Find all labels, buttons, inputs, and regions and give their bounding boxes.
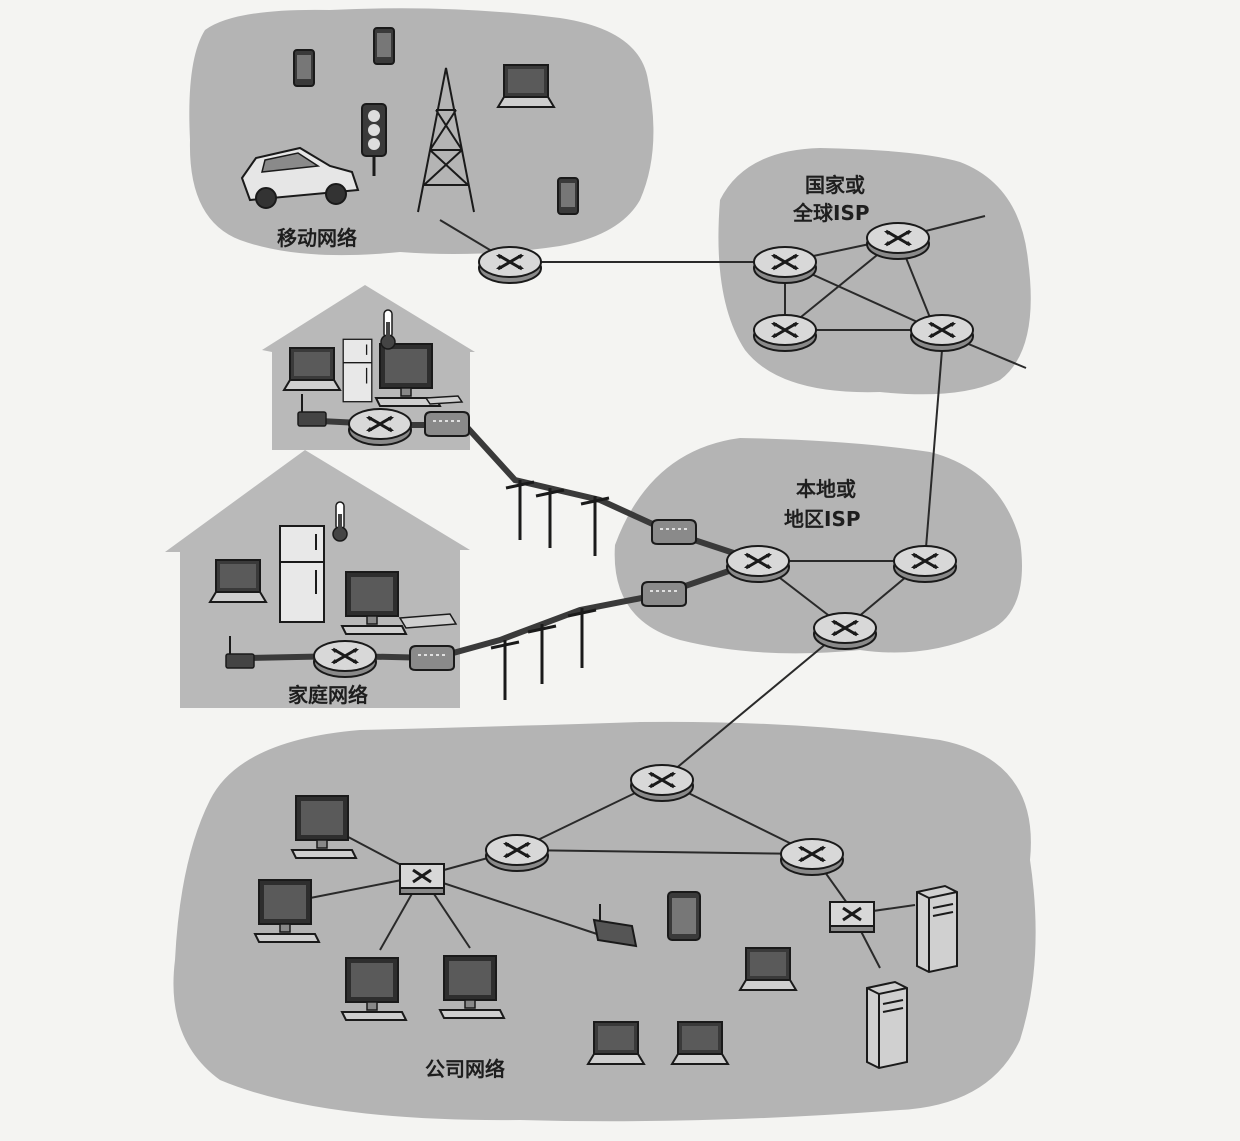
home-network-label: 家庭网络 — [288, 683, 368, 707]
router-icon — [312, 639, 378, 679]
modem-icon — [424, 411, 470, 437]
router-icon — [752, 245, 818, 285]
server-icon — [866, 981, 908, 1069]
router-icon — [779, 837, 845, 877]
traffic-light-icon — [361, 103, 387, 176]
laptop-icon — [283, 347, 341, 391]
modem-icon — [409, 645, 455, 671]
smartphone-icon — [557, 177, 579, 215]
router-icon — [865, 221, 931, 261]
laptop-icon — [587, 1021, 645, 1065]
local-isp-label-line2: 地区ISP — [784, 507, 861, 531]
enterprise-network-label: 公司网络 — [425, 1057, 505, 1081]
router-icon — [629, 763, 695, 803]
laptop-icon — [671, 1021, 729, 1065]
national-isp-label-line2: 全球ISP — [792, 201, 870, 225]
router-icon — [347, 407, 413, 447]
national-isp-label-line1: 国家或 — [805, 173, 865, 197]
local-isp-cloud — [614, 438, 1022, 654]
cell-tower-icon — [417, 67, 475, 213]
utility-pole-icon — [534, 486, 566, 550]
router-icon — [752, 313, 818, 353]
local-isp-label-line1: 本地或 — [796, 477, 856, 501]
utility-pole-icon — [489, 638, 521, 702]
wifi-access-point-icon — [592, 904, 638, 948]
smartphone-icon — [293, 49, 315, 87]
refrigerator-icon — [279, 525, 325, 623]
router-icon — [477, 245, 543, 285]
modem-icon — [651, 519, 697, 545]
mobile-network-label: 移动网络 — [277, 226, 357, 250]
utility-pole-icon — [566, 606, 598, 670]
laptop-icon — [497, 64, 555, 108]
switch-icon — [398, 862, 446, 896]
refrigerator-icon — [342, 338, 373, 403]
utility-pole-icon — [504, 478, 536, 542]
switch-icon — [828, 900, 876, 934]
car-icon — [240, 146, 360, 209]
tablet-icon — [667, 891, 701, 941]
router-icon — [484, 833, 550, 873]
router-icon — [725, 544, 791, 584]
mobile-network-cloud — [189, 8, 654, 256]
server-icon — [916, 885, 958, 973]
utility-pole-icon — [526, 622, 558, 686]
smartphone-icon — [373, 27, 395, 65]
laptop-icon — [209, 559, 267, 603]
router-icon — [812, 611, 878, 651]
router-icon — [909, 313, 975, 353]
modem-icon — [641, 581, 687, 607]
router-icon — [892, 544, 958, 584]
laptop-icon — [739, 947, 797, 991]
